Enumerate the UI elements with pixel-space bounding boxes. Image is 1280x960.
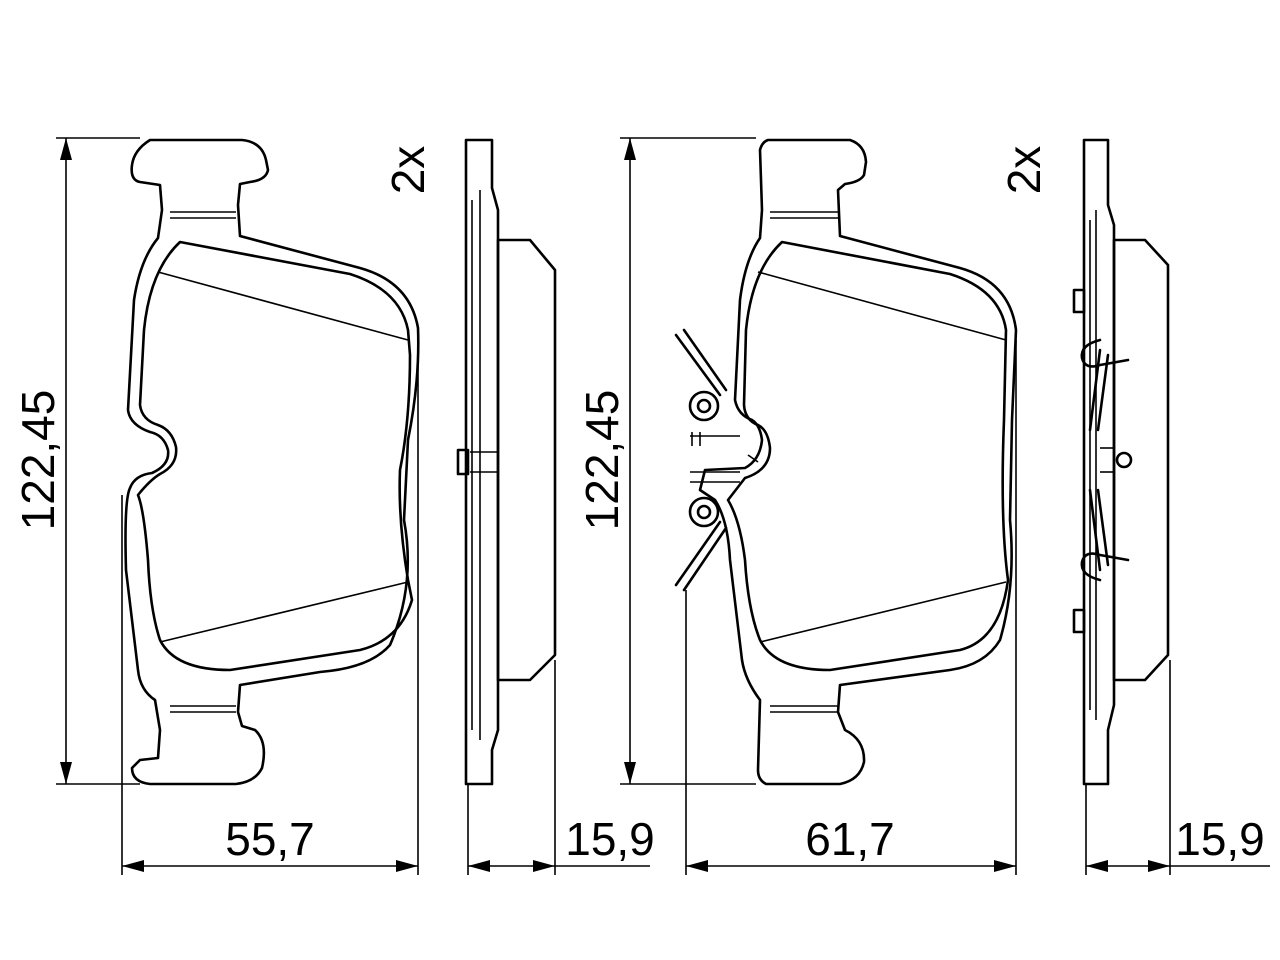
- left-quantity-label: 2x: [382, 146, 434, 195]
- right-quantity-label: 2x: [998, 146, 1050, 195]
- left-pad-backing-plate: [124, 138, 420, 786]
- right-thickness-label: 15,9: [1175, 813, 1265, 865]
- right-width-label: 61,7: [805, 813, 895, 865]
- left-height-dimension: [56, 137, 140, 785]
- right-pad-spring-clip: [674, 328, 759, 592]
- right-pad-side-view: [1072, 138, 1170, 786]
- left-width-label: 55,7: [225, 813, 315, 865]
- right-height-label: 122,45: [576, 390, 628, 531]
- left-thickness-dimension: [467, 660, 650, 875]
- right-pad-side-spring: [1080, 338, 1133, 582]
- left-width-dimension: [121, 340, 419, 875]
- right-pad-side-plate: [1082, 138, 1116, 786]
- right-pad-friction-material: [726, 240, 1010, 672]
- right-thickness-dimension: [1085, 660, 1270, 875]
- left-pad-front-view: [124, 138, 420, 786]
- left-pad-friction-material: [136, 240, 414, 672]
- left-pad-side-friction: [496, 238, 557, 682]
- left-height-label: 122,45: [12, 390, 64, 531]
- right-pad-backing-plate: [698, 138, 1018, 786]
- left-pad-side-plate: [464, 138, 500, 786]
- right-height-dimension: [620, 137, 756, 785]
- right-pad-front-view: [674, 138, 1018, 786]
- left-pad-side-view: [456, 138, 557, 786]
- right-width-dimension: [685, 340, 1017, 875]
- right-pad-side-friction: [1112, 238, 1170, 682]
- left-thickness-label: 15,9: [565, 813, 655, 865]
